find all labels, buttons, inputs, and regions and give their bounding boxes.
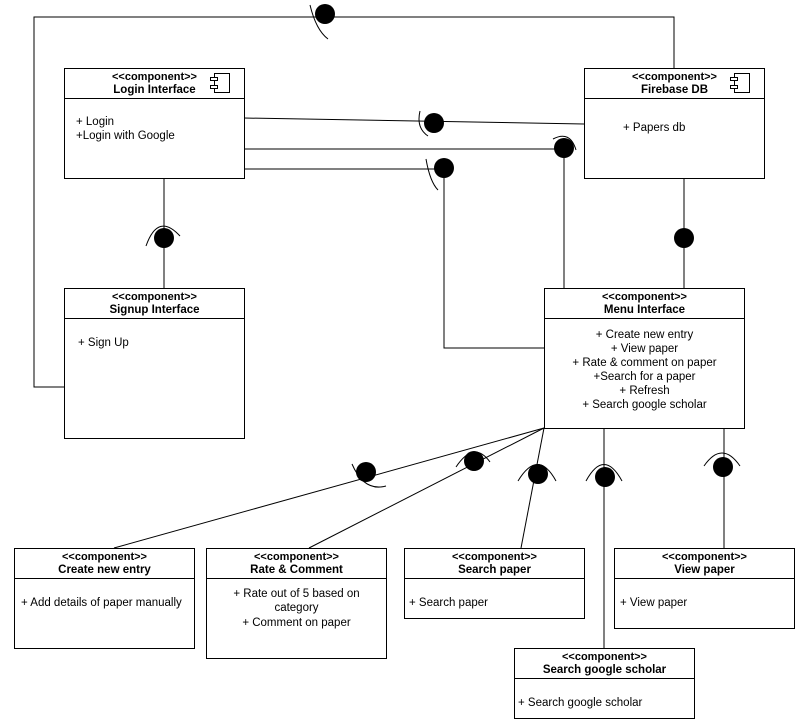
component-stereotype: <<component>> <box>452 551 537 563</box>
component-body: + Login +Login with Google <box>65 99 244 178</box>
component-icon <box>210 73 230 93</box>
socket-menu-create <box>351 463 387 488</box>
component-item: + Comment on paper <box>242 617 351 629</box>
lollipop-menu-rate <box>464 451 484 471</box>
component-item: + Add details of paper manually <box>21 597 182 609</box>
component-name: Firebase DB <box>640 84 709 96</box>
login-interface-component[interactable]: <<component>> Login Interface + Login +L… <box>64 68 245 179</box>
rate-comment-component[interactable]: <<component>> Rate & Comment + Rate out … <box>206 548 387 659</box>
component-name: Login Interface <box>113 84 196 96</box>
connector-login-firebase-1 <box>243 117 585 125</box>
component-stereotype: <<component>> <box>662 551 747 563</box>
lollipop-outer-loop <box>315 4 335 24</box>
component-stereotype: <<component>> <box>62 551 147 563</box>
component-header: <<component>> View paper <box>615 549 794 579</box>
component-stereotype: <<component>> <box>254 551 339 563</box>
component-item: + Sign Up <box>78 337 129 349</box>
firebase-db-component[interactable]: <<component>> Firebase DB + Papers db <box>584 68 765 179</box>
component-item: + Search paper <box>409 597 488 609</box>
lollipop-menu-scholar <box>595 467 615 487</box>
component-body: + Search google scholar <box>515 679 694 718</box>
component-name: Signup Interface <box>109 304 200 316</box>
component-header: <<component>> Firebase DB <box>585 69 764 99</box>
component-body: + Add details of paper manually <box>15 579 194 648</box>
socket-menu-view <box>703 452 741 467</box>
socket-outer-loop <box>309 4 329 40</box>
connector-menu-rate <box>308 427 545 549</box>
view-paper-component[interactable]: <<component>> View paper + View paper <box>614 548 795 629</box>
connector-menu-search <box>520 427 545 549</box>
component-item: + View paper <box>620 597 688 609</box>
search-paper-component[interactable]: <<component>> Search paper + Search pape… <box>404 548 585 619</box>
component-item: + Papers db <box>623 122 686 134</box>
lollipop-login-firebase-1 <box>424 113 444 133</box>
connector-signup-firebase <box>33 16 675 388</box>
component-name: Search google scholar <box>542 664 667 676</box>
component-icon <box>730 73 750 93</box>
component-item: + View paper <box>610 343 679 355</box>
component-stereotype: <<component>> <box>112 291 197 303</box>
component-header: <<component>> Rate & Comment <box>207 549 386 579</box>
lollipop-login-menu <box>434 158 454 178</box>
component-item: + Create new entry <box>595 329 694 341</box>
lollipop-login-signup <box>154 228 174 248</box>
component-name: Menu Interface <box>603 304 686 316</box>
component-body: + Sign Up <box>65 319 244 438</box>
component-item: + Rate & comment on paper <box>572 357 717 369</box>
create-new-entry-component[interactable]: <<component>> Create new entry + Add det… <box>14 548 195 649</box>
component-body: + Create new entry + View paper + Rate &… <box>545 319 744 428</box>
component-item: category <box>274 602 319 614</box>
socket-login-signup <box>145 225 181 247</box>
socket-menu-scholar <box>585 464 623 482</box>
component-item: +Login with Google <box>76 130 175 142</box>
component-header: <<component>> Search google scholar <box>515 649 694 679</box>
component-header: <<component>> Search paper <box>405 549 584 579</box>
component-header: <<component>> Login Interface <box>65 69 244 99</box>
component-body: + Rate out of 5 based on category + Comm… <box>207 579 386 658</box>
component-body: + Papers db <box>585 99 764 178</box>
component-item: + Search google scholar <box>518 697 643 709</box>
component-stereotype: <<component>> <box>632 71 717 83</box>
component-header: <<component>> Menu Interface <box>545 289 744 319</box>
connector-menu-login <box>443 169 544 349</box>
lollipop-menu-create <box>356 462 376 482</box>
component-stereotype: <<component>> <box>602 291 687 303</box>
component-header: <<component>> Create new entry <box>15 549 194 579</box>
lollipop-login-firebase-2 <box>554 138 574 158</box>
component-name: Search paper <box>458 564 531 576</box>
menu-interface-component[interactable]: <<component>> Menu Interface + Create ne… <box>544 288 745 429</box>
component-body: + View paper <box>615 579 794 628</box>
component-item: + Login <box>76 116 115 128</box>
component-name: View paper <box>674 564 735 576</box>
lollipop-firebase-menu <box>674 228 694 248</box>
search-google-scholar-component[interactable]: <<component>> Search google scholar + Se… <box>514 648 695 719</box>
component-item: + Search google scholar <box>582 399 707 411</box>
component-header: <<component>> Signup Interface <box>65 289 244 319</box>
socket-login-menu <box>425 158 439 191</box>
connector-menu-create <box>113 427 545 549</box>
socket-login-firebase-2 <box>552 135 577 151</box>
lollipop-menu-search <box>528 464 548 484</box>
component-stereotype: <<component>> <box>112 71 197 83</box>
component-name: Create new entry <box>58 564 151 576</box>
socket-login-firebase-1 <box>418 110 429 137</box>
component-item: + Refresh <box>619 385 670 397</box>
signup-interface-component[interactable]: <<component>> Signup Interface + Sign Up <box>64 288 245 439</box>
component-item: +Search for a paper <box>593 371 696 383</box>
component-name: Rate & Comment <box>250 564 343 576</box>
component-body: + Search paper <box>405 579 584 618</box>
component-stereotype: <<component>> <box>562 651 647 663</box>
lollipop-menu-view <box>713 457 733 477</box>
component-item: + Rate out of 5 based on <box>233 588 360 600</box>
